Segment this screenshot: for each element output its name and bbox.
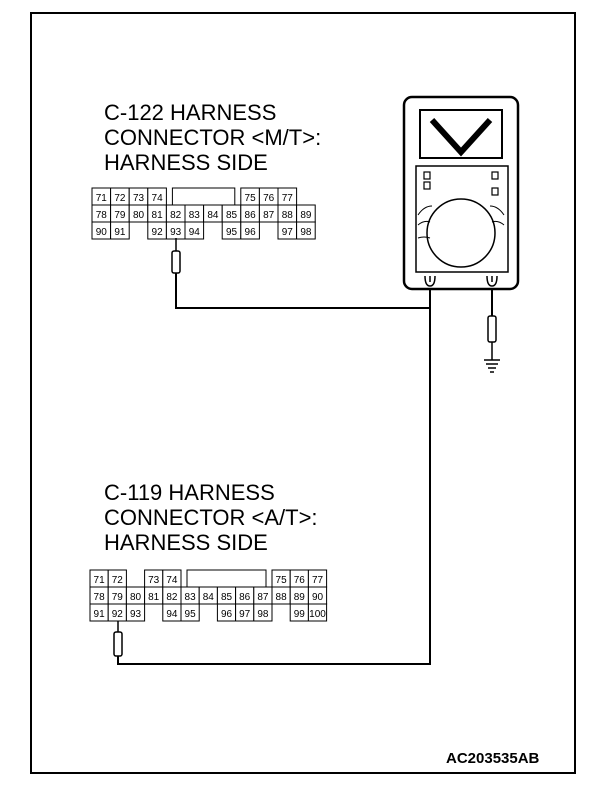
- pin-label-84: 84: [203, 592, 215, 603]
- pin-cell: [180, 603, 200, 622]
- pin-label-100: 100: [309, 609, 326, 620]
- c119-title-line-1: C-119 HARNESS: [104, 480, 275, 505]
- pin-label-87: 87: [263, 210, 275, 221]
- figure-id: AC203535AB: [446, 750, 540, 767]
- pin-label-71: 71: [94, 575, 106, 586]
- meter-switch-right-top: [491, 171, 499, 180]
- pin-cell: [125, 603, 146, 622]
- pin-label-91: 91: [94, 609, 106, 620]
- pin-label-78: 78: [96, 210, 108, 221]
- connector-c119-title: C-119 HARNESS CONNECTOR <A/T>: HARNESS S…: [104, 480, 318, 555]
- wire-c119-to-meter: [117, 308, 431, 665]
- pin-cell: [240, 221, 260, 240]
- pin-label-76: 76: [294, 575, 306, 586]
- pin-label-91: 91: [114, 227, 126, 238]
- pin-label-99: 99: [294, 609, 306, 620]
- pin-label-72: 72: [112, 575, 124, 586]
- dial-ticks: [417, 205, 505, 239]
- pin-label-93: 93: [170, 227, 182, 238]
- pin-label-71: 71: [96, 193, 108, 204]
- ground-icon: [484, 352, 500, 373]
- pin-label-80: 80: [133, 210, 145, 221]
- connector-c119: 71 72 73 74 75 76 77 78 79 80 81 82 83 84 85 86 87 88 89 90…: [89, 569, 328, 622]
- pin-label-95: 95: [185, 609, 197, 620]
- pin-label-80: 80: [130, 592, 142, 603]
- pin-label-90: 90: [312, 592, 324, 603]
- wire-c122-to-meter: [175, 273, 431, 309]
- pin-label-82: 82: [170, 210, 182, 221]
- pin-label-96: 96: [221, 609, 233, 620]
- pin-label-74: 74: [166, 575, 178, 586]
- meter-dial: [426, 198, 496, 268]
- pin-label-81: 81: [152, 210, 164, 221]
- pin-label-81: 81: [148, 592, 160, 603]
- pin-label-74: 74: [152, 193, 164, 204]
- pin-label-93: 93: [130, 609, 142, 620]
- pin-label-79: 79: [114, 210, 126, 221]
- pin-cell: [296, 221, 316, 240]
- pin-label-75: 75: [276, 575, 288, 586]
- pin-label-75: 75: [245, 193, 257, 204]
- pin-label-90: 90: [96, 227, 108, 238]
- pin-label-94: 94: [189, 227, 201, 238]
- pin-label-98: 98: [300, 227, 312, 238]
- connector-key: [186, 569, 267, 588]
- pin-label-95: 95: [226, 227, 238, 238]
- probe-c119-pin: [113, 621, 123, 657]
- pin-label-79: 79: [112, 592, 124, 603]
- pin-label-84: 84: [207, 210, 219, 221]
- pin-label-97: 97: [282, 227, 294, 238]
- pin-label-96: 96: [245, 227, 257, 238]
- c119-title-line-3: HARNESS SIDE: [104, 530, 268, 555]
- pin-label-86: 86: [239, 592, 251, 603]
- pin-label-73: 73: [148, 575, 160, 586]
- meter-jack-right: [486, 275, 498, 287]
- meter-jack-left: [424, 275, 436, 287]
- pin-label-88: 88: [276, 592, 288, 603]
- pin-label-77: 77: [312, 575, 324, 586]
- pin-label-86: 86: [245, 210, 257, 221]
- c122-title-line-3: HARNESS SIDE: [104, 150, 268, 175]
- pin-label-85: 85: [226, 210, 238, 221]
- pin-label-73: 73: [133, 193, 145, 204]
- pin-label-92: 92: [112, 609, 124, 620]
- pin-label-98: 98: [257, 609, 269, 620]
- connector-key: [171, 187, 236, 206]
- diagram-frame: [30, 12, 576, 774]
- pin-cell: [307, 603, 328, 622]
- pin-label-85: 85: [221, 592, 233, 603]
- meter-switch-left-bottom: [423, 181, 431, 190]
- pin-label-89: 89: [300, 210, 312, 221]
- c122-title-line-1: C-122 HARNESS: [104, 100, 277, 125]
- pin-label-83: 83: [185, 592, 197, 603]
- pin-label-82: 82: [166, 592, 178, 603]
- pin-label-78: 78: [94, 592, 106, 603]
- pin-cell: [110, 221, 130, 240]
- pin-label-83: 83: [189, 210, 201, 221]
- voltage-mode-icon: [429, 117, 493, 157]
- pin-label-97: 97: [239, 609, 251, 620]
- pin-cell: [253, 603, 273, 622]
- pin-label-92: 92: [152, 227, 164, 238]
- pin-label-87: 87: [257, 592, 269, 603]
- pin-label-72: 72: [114, 193, 126, 204]
- pin-label-89: 89: [294, 592, 306, 603]
- meter-switch-right-bottom: [491, 187, 499, 196]
- probe-c122-pin: [171, 238, 181, 274]
- connector-c122: 71 72 73 74 75 76 77 78 79 80 81 82 83 84 85 86 87 88 89 90…: [91, 187, 316, 240]
- pin-label-94: 94: [166, 609, 178, 620]
- pin-label-77: 77: [282, 193, 294, 204]
- c122-title-line-2: CONNECTOR <M/T>:: [104, 125, 322, 150]
- pin-cell: [184, 221, 205, 240]
- pin-label-76: 76: [263, 193, 275, 204]
- meter-switch-left-top: [423, 171, 431, 180]
- multimeter-icon: [402, 95, 520, 291]
- connector-c122-title: C-122 HARNESS CONNECTOR <M/T>: HARNESS S…: [104, 100, 321, 175]
- probe-ground: [487, 315, 497, 352]
- pin-label-88: 88: [282, 210, 294, 221]
- c119-title-line-2: CONNECTOR <A/T>:: [104, 505, 318, 530]
